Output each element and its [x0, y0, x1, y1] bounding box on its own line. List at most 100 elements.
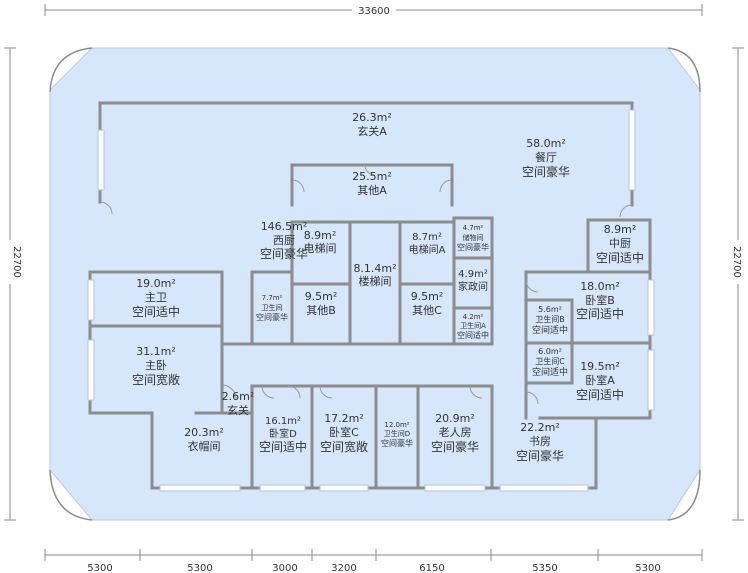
dimension-bottom-label-3: 3000 [272, 563, 297, 573]
room-zhongchu: 8.9m² 中厨 空间适中 [596, 223, 644, 265]
room-woshi-c-name: 卧室C [329, 425, 359, 439]
room-qita-a-area: 25.5m² [352, 170, 392, 183]
room-laorenfang-area: 20.9m² [435, 412, 475, 425]
room-zhuwei-grade: 空间适中 [132, 304, 180, 319]
room-laorenfang-name: 老人房 [439, 426, 472, 439]
room-shufang-name: 书房 [529, 435, 551, 448]
room-weisheng-small-area: 7.7m² [262, 294, 283, 302]
room-woshi-d: 16.1m² 卧室D 空间适中 [259, 416, 307, 454]
room-qita-c-area: 9.5m² [411, 290, 444, 303]
room-weisheng-a-name: 卫生间A [460, 321, 486, 330]
room-canting-grade: 空间豪华 [522, 164, 570, 179]
dimension-bottom-label-1: 5300 [87, 563, 112, 573]
room-shufang-area: 22.2m² [520, 421, 560, 434]
room-qita-a-name: 其他A [357, 184, 387, 197]
room-zhuwei-area: 19.0m² [136, 277, 176, 290]
room-jiazheng-area: 4.9m² [458, 269, 488, 280]
room-weisheng-c-name: 卫生间C [535, 356, 565, 366]
room-zhuwo: 31.1m² 主卧 空间宽敞 [132, 345, 180, 387]
room-louti-name: 楼梯间 [359, 274, 392, 288]
room-weisheng-small-name: 卫生间 [262, 303, 283, 312]
dimension-left-label: 22700 [11, 246, 22, 278]
room-zhongchu-grade: 空间适中 [596, 250, 644, 265]
room-woshi-c-area: 17.2m² [324, 412, 364, 425]
room-weisheng-a: 4.2m² 卫生间A 空间适中 [457, 313, 489, 340]
room-woshi-c-grade: 空间宽敞 [320, 439, 368, 454]
room-xichu: 146.5m² 西厨 空间豪华 [260, 220, 308, 261]
room-chuwu: 4.7m² 储物间 空间豪华 [457, 224, 489, 252]
balcony-arc-top-left [49, 47, 93, 93]
room-weisheng-b-name: 卫生间B [535, 314, 565, 324]
room-dianti-a-name: 电梯间A [409, 243, 446, 256]
room-weisheng-d-area: 12.0m² [384, 421, 409, 429]
balcony-arc-top-right [667, 47, 701, 93]
room-qita-a: 25.5m² 其他A [352, 170, 392, 197]
room-weisheng-a-grade: 空间适中 [457, 330, 489, 340]
room-xuanguan: 2.6m² 玄关 [222, 390, 255, 417]
room-chuwu-name: 储物间 [463, 233, 484, 242]
room-canting: 58.0m² 餐厅 空间豪华 [522, 137, 570, 179]
room-chuwu-area: 4.7m² [463, 224, 484, 232]
room-zhuwo-name: 主卧 [145, 359, 167, 372]
room-dianti-1-name: 电梯间 [304, 242, 337, 255]
room-woshi-d-grade: 空间适中 [259, 439, 307, 454]
room-zhuwei: 19.0m² 主卫 空间适中 [132, 277, 180, 319]
room-dianti-a: 8.7m² 电梯间A [409, 232, 446, 256]
room-woshi-a-grade: 空间适中 [576, 387, 624, 402]
room-weisheng-b-grade: 空间适中 [532, 324, 568, 336]
room-zhuwei-name: 主卫 [145, 291, 167, 304]
room-dianti-1: 8.9m² 电梯间 [304, 229, 337, 255]
room-yimaojian-name: 衣帽间 [188, 439, 221, 453]
room-xuanguan-a: 26.3m² 玄关A [352, 111, 392, 138]
dimension-bottom-label-6: 5350 [532, 563, 557, 573]
room-qita-b: 9.5m² 其他B [305, 290, 338, 317]
dimension-bottom-label-5: 6150 [419, 563, 444, 573]
dimension-bottom-label-7: 5300 [635, 563, 660, 573]
balcony-arc-bottom-left [49, 469, 93, 521]
room-yimaojian: 20.3m² 衣帽间 [184, 426, 224, 453]
room-xuanguan-a-area: 26.3m² [352, 111, 392, 124]
room-woshi-c: 17.2m² 卧室C 空间宽敞 [320, 412, 368, 454]
room-weisheng-c-area: 6.0m² [538, 347, 562, 356]
room-xuanguan-area: 2.6m² [222, 390, 255, 403]
room-qita-c: 9.5m² 其他C [411, 290, 444, 317]
dimension-right-label: 22700 [731, 246, 742, 278]
room-zhuwo-area: 31.1m² [136, 345, 176, 358]
dimension-right: 22700 [731, 47, 745, 521]
room-woshi-a: 19.5m² 卧室A 空间适中 [576, 360, 624, 402]
room-chuwu-grade: 空间豪华 [457, 242, 489, 252]
room-woshi-a-name: 卧室A [585, 373, 615, 387]
room-weisheng-d-name: 卫生间D [384, 429, 410, 438]
room-weisheng-b-area: 5.6m² [538, 305, 562, 314]
room-laorenfang: 20.9m² 老人房 空间豪华 [431, 412, 479, 454]
room-weisheng-d: 12.0m² 卫生间D 空间豪华 [381, 421, 413, 448]
room-woshi-b-area: 18.0m² [580, 280, 620, 293]
room-woshi-b-name: 卧室B [585, 293, 615, 307]
room-woshi-a-area: 19.5m² [580, 360, 620, 373]
room-weisheng-small-grade: 空间豪华 [256, 312, 288, 322]
balcony-arc-bottom-right [667, 469, 701, 521]
dimension-top-label: 33600 [358, 6, 390, 17]
room-weisheng-d-grade: 空间豪华 [381, 438, 413, 448]
room-woshi-b-grade: 空间适中 [576, 306, 624, 321]
room-xuanguan-a-name: 玄关A [357, 124, 387, 138]
room-laorenfang-grade: 空间豪华 [431, 439, 479, 454]
room-qita-b-name: 其他B [306, 304, 336, 317]
dimension-bottom-label-4: 3200 [331, 563, 356, 573]
room-jiazheng-name: 家政间 [458, 280, 488, 293]
dimension-bottom: 5300 5300 3000 3200 6150 5350 5300 [44, 549, 703, 573]
room-woshi-b: 18.0m² 卧室B 空间适中 [576, 280, 624, 321]
doors [99, 164, 633, 405]
room-qita-b-area: 9.5m² [305, 290, 338, 303]
room-xuanguan-name: 玄关 [227, 403, 249, 417]
room-woshi-d-name: 卧室D [269, 427, 297, 440]
room-dianti-1-area: 8.9m² [304, 229, 337, 242]
room-weisheng-c: 6.0m² 卫生间C 空间适中 [532, 347, 568, 378]
room-louti: 8.1.4m² 楼梯间 [353, 262, 396, 288]
room-canting-area: 58.0m² [526, 137, 566, 150]
room-weisheng-small: 7.7m² 卫生间 空间豪华 [256, 294, 288, 322]
room-louti-area: 8.1.4m² [353, 262, 396, 275]
room-yimaojian-area: 20.3m² [184, 426, 224, 439]
room-shufang: 22.2m² 书房 空间豪华 [516, 421, 564, 463]
